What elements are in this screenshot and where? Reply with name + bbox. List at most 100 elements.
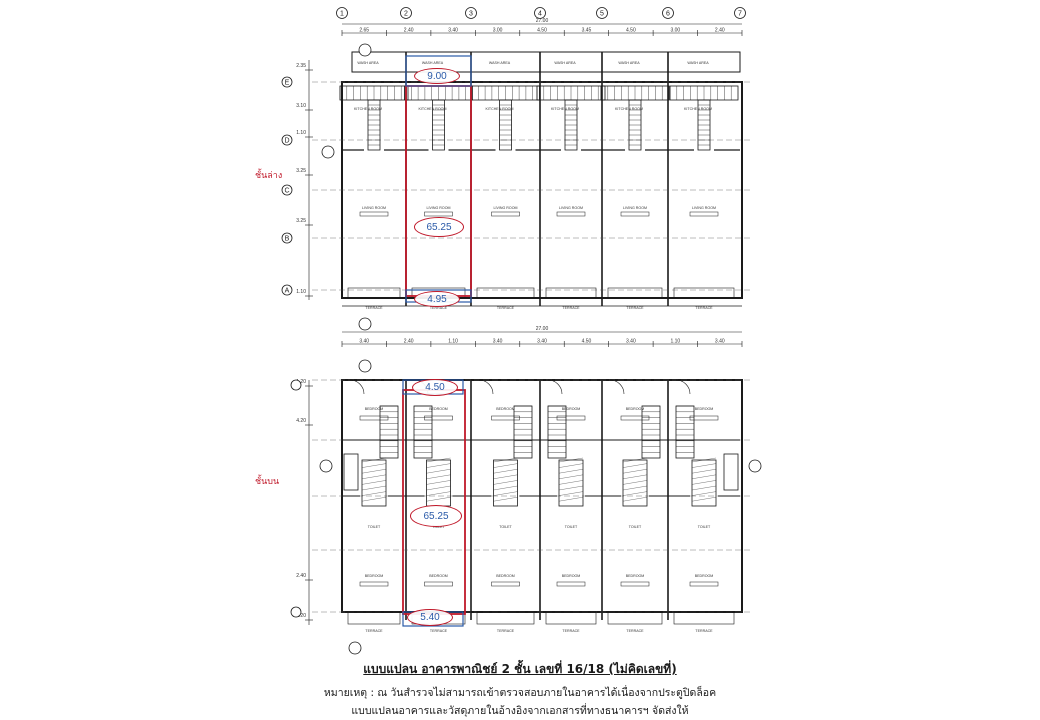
upper-room-tag	[689, 581, 719, 587]
ground-bottom-area: 4.95	[414, 291, 460, 307]
upper-toilet-hatch	[426, 457, 451, 463]
ground-living-label: LIVING ROOM	[494, 206, 518, 210]
upper-room-tag	[689, 415, 719, 421]
ground-wash-label: WASH AREA	[489, 61, 511, 65]
ground-living-label: LIVING ROOM	[362, 206, 386, 210]
upper-left-dim-value: 2.40	[296, 573, 306, 579]
upper-toilet-hatch	[691, 474, 717, 479]
upper-door-swing	[675, 379, 691, 395]
upper-stair	[413, 405, 433, 459]
ground-dim-value: 3.45	[582, 28, 592, 34]
ground-row-label-C: C	[284, 188, 289, 195]
upper-toilet-label: TOILET	[629, 525, 642, 529]
upper-toilet-hatch	[493, 485, 518, 491]
ground-wash-label: WASH AREA	[554, 61, 576, 65]
ground-shutter	[545, 287, 597, 299]
upper-dim-value: 3.40	[493, 339, 503, 345]
ground-row-bubble-E	[281, 76, 293, 88]
ground-kitchen-label: KITCHEN ROOM	[419, 107, 447, 111]
upper-toilet-hatch	[426, 463, 451, 468]
upper-left-dim-value: 4.20	[296, 418, 306, 424]
ground-shutter	[347, 287, 401, 299]
upper-bedroom-1-label: BEDROOM	[626, 574, 645, 578]
upper-toilet-hatch	[558, 457, 584, 463]
upper-toilet-hatch	[361, 469, 387, 474]
ground-wash-label: WASH AREA	[357, 61, 379, 65]
ground-dim-value: 3.00	[493, 28, 503, 34]
upper-toilet-hatch	[426, 497, 451, 502]
upper-room-tag	[620, 581, 650, 587]
upper-bedroom-2-label: BEDROOM	[562, 407, 581, 411]
ground-kitchen-label: KITCHEN ROOM	[615, 107, 643, 111]
upper-room-tag	[424, 581, 453, 587]
ground-left-dim-value: 3.10	[296, 103, 306, 109]
upper-edge-toilet	[343, 453, 359, 491]
upper-toilet-hatch	[361, 463, 387, 468]
upper-unit-highlight	[402, 389, 466, 615]
upper-toilet-label: TOILET	[499, 525, 512, 529]
ground-living-label: LIVING ROOM	[623, 206, 647, 210]
ground-shutter	[607, 287, 663, 299]
plan-note-line-1: หมายเหตุ : ณ วันสำรวจไม่สามารถเข้าตรวจสอ…	[323, 687, 717, 699]
ground-row-label-E: E	[285, 80, 290, 87]
ground-dim-value: 2.65	[359, 28, 369, 34]
grid-col-label-4: 4	[538, 11, 542, 18]
ground-row-bubble-C	[281, 184, 293, 196]
upper-room-tag	[359, 415, 389, 421]
upper-toilet-hatch	[426, 480, 451, 485]
ground-wash-label: WASH AREA	[618, 61, 640, 65]
ground-room-tag	[424, 211, 453, 217]
upper-balcony	[545, 611, 597, 625]
upper-terrace-label: TERRACE	[695, 629, 713, 633]
ground-room-tag	[491, 211, 520, 217]
upper-toilet-hatch	[691, 491, 717, 496]
ground-room-tag	[359, 211, 389, 217]
upper-top-area: 4.50	[412, 379, 458, 396]
upper-toilet-hatch	[493, 457, 518, 463]
ground-floor-label: ชั้นล่าง	[255, 171, 283, 181]
ground-room-tag	[689, 211, 719, 217]
ground-dim-value: 4.50	[626, 28, 636, 34]
upper-room-tag	[556, 415, 586, 421]
ground-terrace-label: TERRACE	[365, 306, 383, 310]
upper-toilet-hatch	[493, 497, 518, 502]
upper-toilet-hatch	[558, 480, 584, 485]
ground-terrace-label: TERRACE	[695, 306, 713, 310]
ground-living-label: LIVING ROOM	[427, 206, 451, 210]
ground-top-area: 9.00	[414, 68, 460, 84]
upper-left-dim-value: 1.20	[296, 379, 306, 385]
ground-shutter	[476, 287, 535, 299]
grid-bubble-col-6	[662, 7, 674, 19]
upper-toilet-hatch	[691, 457, 717, 463]
grid-col-label-2: 2	[404, 11, 408, 18]
ground-dim-value: 4.50	[537, 28, 547, 34]
ground-left-dim-value: 1.10	[296, 130, 306, 136]
upper-bedroom-2-label: BEDROOM	[695, 407, 714, 411]
upper-toilet-hatch	[622, 491, 648, 496]
ground-row-label-A: A	[285, 288, 290, 295]
ground-wash-label: WASH AREA	[687, 61, 709, 65]
upper-bottom-area: 5.40	[407, 609, 453, 626]
grid-col-label-3: 3	[469, 11, 473, 18]
upper-room-tag	[424, 415, 453, 421]
upper-toilet-hatch	[622, 480, 648, 485]
upper-toilet-hatch	[558, 491, 584, 496]
ground-dim-value: 2.40	[715, 28, 725, 34]
upper-left-dim-value: 1.20	[296, 613, 306, 619]
upper-room-tag	[491, 581, 520, 587]
upper-balcony	[607, 611, 663, 625]
upper-row-bubble-bottom	[290, 606, 302, 618]
upper-stair	[379, 405, 399, 459]
ground-living-label: LIVING ROOM	[559, 206, 583, 210]
grid-col-label-1: 1	[340, 11, 344, 18]
grid-bubble-col-4	[534, 7, 546, 19]
upper-toilet-label: TOILET	[368, 525, 381, 529]
upper-bedroom-2-label: BEDROOM	[496, 407, 515, 411]
ground-row-label-D: D	[284, 138, 289, 145]
upper-toilet-hatch	[558, 474, 584, 479]
upper-terrace-label: TERRACE	[430, 629, 448, 633]
upper-main-area: 65.25	[410, 505, 462, 527]
plan-note-line-2: แบบแปลนอาคารและวัสดุภายในอ้างอิงจากเอกสา…	[351, 705, 689, 717]
upper-toilet-hatch	[426, 474, 451, 479]
